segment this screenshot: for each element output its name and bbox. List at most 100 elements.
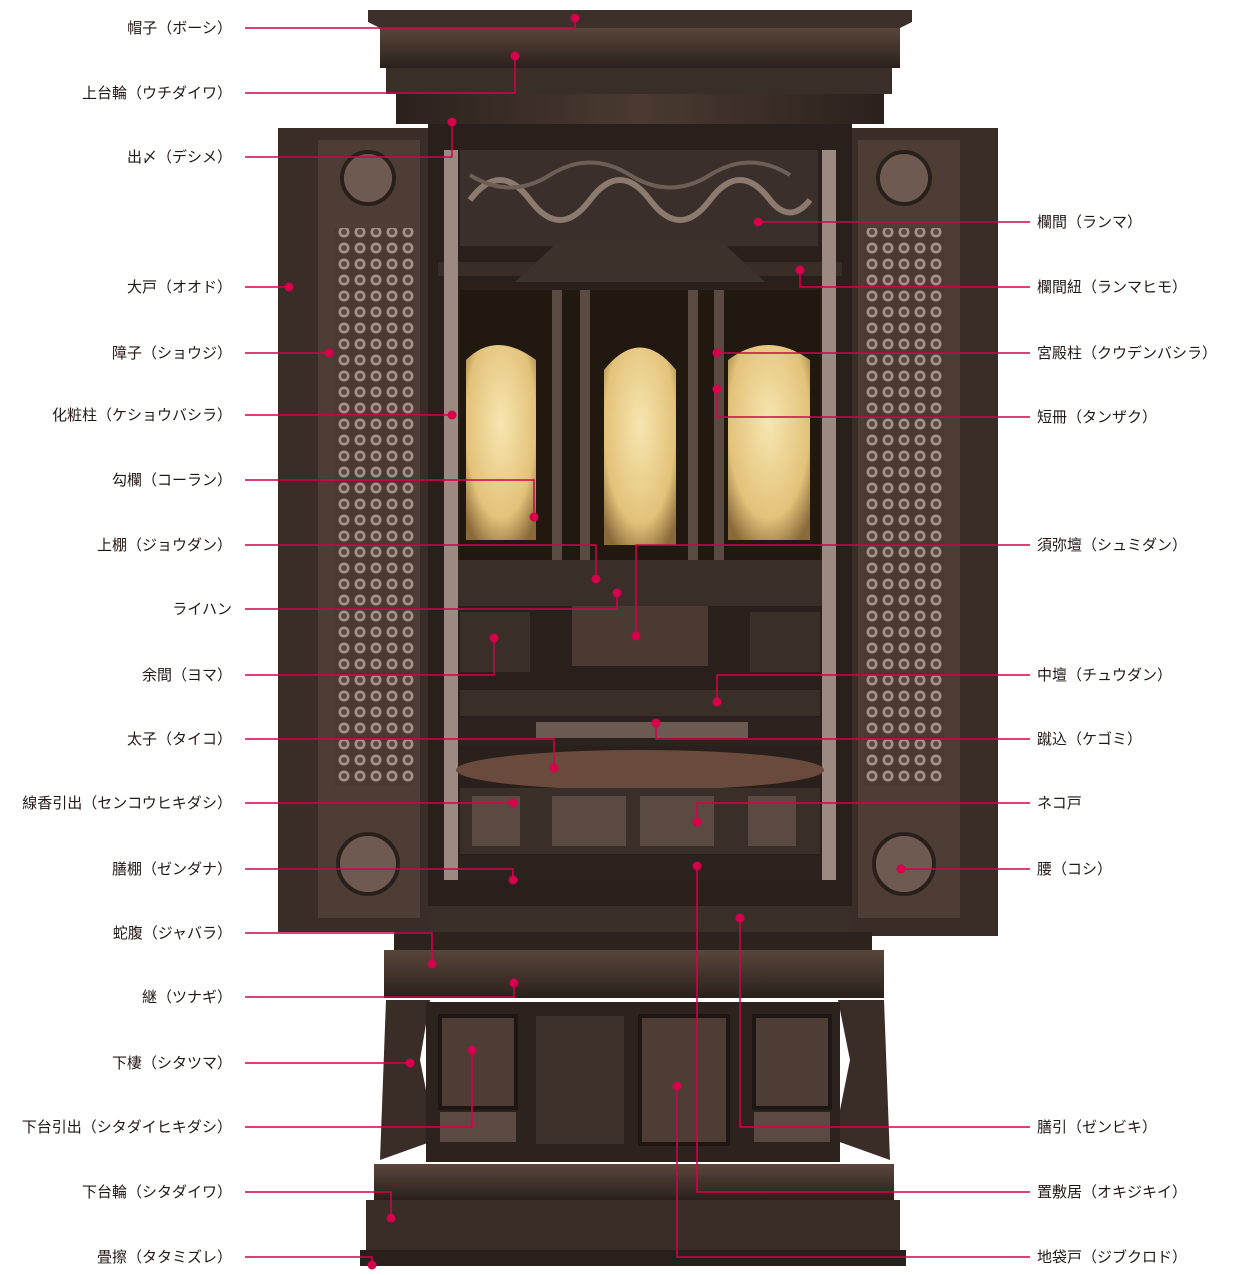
label-tsunagi: 継（ツナギ）	[141, 988, 232, 1006]
dot-kegomi	[651, 718, 661, 728]
dot-jabara	[427, 959, 437, 969]
upper-base-ring	[386, 68, 892, 94]
left-glow-panel	[466, 345, 536, 540]
label-boshi: 帽子（ボーシ）	[127, 19, 232, 37]
marker-dots	[284, 13, 906, 1270]
label-shitatsuma: 下棲（シタツマ）	[111, 1054, 232, 1072]
dot-tsunagi	[509, 978, 519, 988]
leader-shumidan	[635, 544, 1030, 636]
tatamizure	[360, 1250, 906, 1266]
ranma-carving	[460, 150, 818, 246]
label-ranmahimo: 欄間紐（ランマヒモ）	[1037, 278, 1188, 296]
dot-koshi	[896, 864, 906, 874]
label-jibukuro: 地袋戸（ジブクロド）	[1037, 1248, 1188, 1266]
label-tanzaku: 短冊（タンザク）	[1037, 408, 1158, 426]
jabara	[394, 932, 872, 950]
label-senko: 線香引出（センコウヒキダシ）	[22, 794, 232, 812]
dot-yoma	[489, 633, 499, 643]
label-zenbiki: 膳引（ゼンビキ）	[1037, 1118, 1158, 1136]
left-door-lattice	[334, 228, 414, 786]
lower-base-ring	[374, 1164, 894, 1200]
leader-lines-right	[635, 221, 1030, 1258]
right-glow-panel	[728, 345, 810, 540]
label-ranma: 欄間（ランマ）	[1037, 213, 1143, 231]
leader-zenbiki	[739, 918, 1030, 1128]
leader-taiko	[245, 738, 555, 768]
label-jabara: 蛇腹（ジャバラ）	[112, 924, 232, 942]
label-jodan: 上棚（ジョウダン）	[96, 536, 232, 554]
dot-okijikii	[692, 861, 702, 871]
dot-odo	[284, 282, 294, 292]
label-deshime: 出〆（デシメ）	[126, 148, 232, 166]
butsudan-illustration	[278, 10, 998, 1266]
dot-deshime	[447, 117, 457, 127]
leader-shitadaihikidashi	[245, 1050, 473, 1128]
dot-boshi	[570, 13, 580, 23]
cap-block	[380, 28, 900, 68]
label-tatamizure: 畳擦（タタミズレ）	[96, 1248, 232, 1266]
center-glow-panel	[604, 347, 676, 545]
label-okijikii: 置敷居（オキジキイ）	[1037, 1183, 1188, 1201]
dot-koran	[529, 512, 539, 522]
left-shitatsuma	[380, 1000, 436, 1160]
dot-zenbiki	[735, 913, 745, 923]
dot-shitadaihikidashi	[467, 1045, 477, 1055]
taiko	[456, 750, 824, 790]
dot-shitatsuma	[405, 1058, 415, 1068]
leader-uwadaiwa	[245, 56, 516, 94]
right-pillar	[822, 150, 836, 880]
right-shitatsuma	[834, 1000, 890, 1160]
leader-koran	[245, 479, 535, 517]
leader-jabara	[245, 932, 433, 964]
label-taiko: 太子（タイコ）	[126, 730, 232, 748]
dot-senko	[508, 798, 518, 808]
leader-kegomi	[655, 723, 1030, 740]
dot-ranmahimo	[795, 265, 805, 275]
leader-ranmahimo	[799, 270, 1030, 288]
left-pillar	[444, 150, 458, 880]
leader-tsunagi	[245, 983, 515, 998]
right-door-lattice	[864, 228, 944, 786]
zenbiki-board	[428, 906, 852, 932]
label-kudenbashira: 宮殿柱（クウデンバシラ）	[1037, 344, 1218, 362]
dot-chudan	[712, 697, 722, 707]
label-nekodo: ネコ戸	[1037, 794, 1082, 812]
label-kegomi: 蹴込（ケゴミ）	[1037, 730, 1143, 748]
dot-jibukuro	[672, 1081, 682, 1091]
label-zendana: 膳棚（ゼンダナ）	[111, 860, 232, 878]
dot-taiko	[549, 763, 559, 773]
label-shoji: 障子（ショウジ）	[111, 344, 232, 362]
label-shumidan: 須弥壇（シュミダン）	[1037, 536, 1188, 554]
leader-raihan	[245, 593, 618, 610]
label-odo: 大戸（オオド）	[126, 278, 232, 296]
leader-lines-left	[245, 18, 618, 1265]
dot-shitadaiwa	[386, 1213, 396, 1223]
dot-raihan	[612, 588, 622, 598]
dot-keshobashira	[447, 410, 457, 420]
leader-nekodo	[696, 802, 1030, 822]
chudan	[460, 690, 820, 716]
dot-nekodo	[692, 817, 702, 827]
upper-shelf	[458, 560, 822, 606]
leader-yoma	[245, 638, 495, 676]
dot-tanzaku	[712, 384, 722, 394]
leader-jodan	[245, 544, 597, 579]
label-koshi: 腰（コシ）	[1037, 860, 1113, 878]
dot-kudenbashira	[712, 348, 722, 358]
label-koran: 勾欄（コーラン）	[111, 471, 232, 489]
label-keshobashira: 化粧柱（ケショウバシラ）	[51, 406, 232, 424]
leader-jibukuro	[676, 1086, 1030, 1258]
upper-base-ring-lower	[396, 94, 884, 124]
kegomi	[536, 722, 748, 738]
label-shitadaihikidashi: 下台引出（シタダイヒキダシ）	[21, 1118, 232, 1136]
label-chudan: 中壇（チュウダン）	[1037, 666, 1173, 684]
dot-shoji	[324, 348, 334, 358]
leader-tanzaku	[716, 389, 1030, 418]
leader-deshime	[245, 122, 453, 158]
label-yoma: 余間（ヨマ）	[141, 666, 232, 684]
label-shitadaiwa: 下台輪（シタダイワ）	[81, 1183, 232, 1201]
dot-ranma	[753, 217, 763, 227]
tsunagi	[384, 950, 884, 998]
label-raihan: ライハン	[172, 600, 232, 618]
